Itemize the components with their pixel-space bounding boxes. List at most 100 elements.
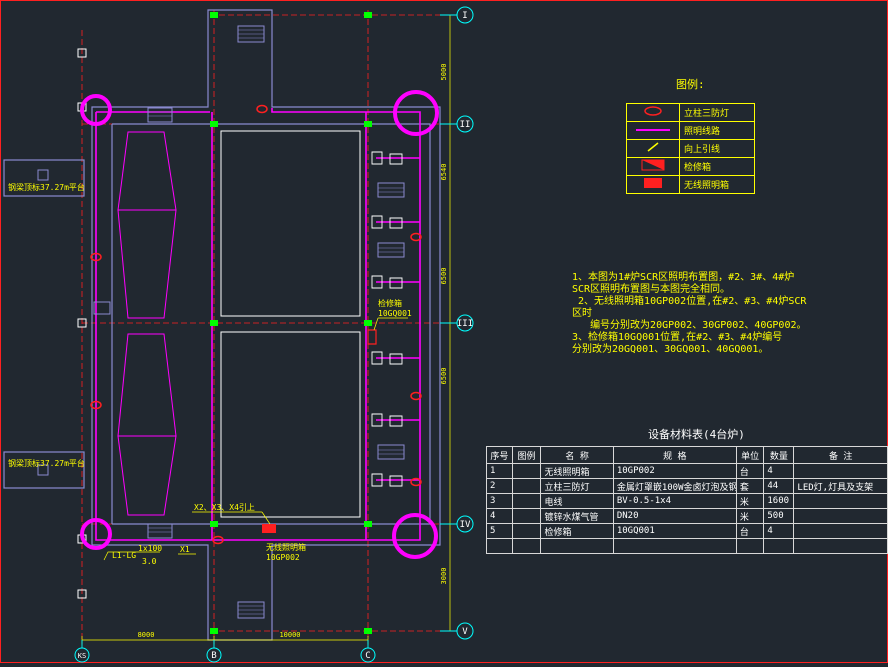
- grilles: [37, 25, 405, 619]
- table-cell: BV-0.5-1x4: [612, 493, 737, 509]
- legend-row: 照明线路: [626, 121, 755, 140]
- dim-right-2: 6540: [440, 164, 448, 181]
- table-cell: 4: [763, 463, 795, 479]
- label-left-upper: 钢梁顶标37.27m平台: [8, 182, 85, 192]
- table-cell: 3: [486, 493, 513, 509]
- axis-label-ks: KS: [78, 652, 86, 660]
- table-cell: [540, 538, 614, 554]
- label-light-box-1: 无线照明箱: [266, 542, 306, 552]
- axis-bubbles: [74, 6, 474, 663]
- table-header-cell: 名 称: [540, 446, 614, 464]
- table-title: 设备材料表(4台炉): [648, 428, 745, 441]
- legend-row: 向上引线: [626, 139, 755, 158]
- table-cell: 4: [763, 523, 795, 539]
- table-cell: 10GQ001: [612, 523, 737, 539]
- legend-label: 向上引线: [679, 139, 755, 158]
- note-line: 1、本图为1#炉SCR区照明布置图，#2、3#、4#炉: [572, 272, 795, 283]
- legend-row: 无线照明箱: [626, 175, 755, 194]
- table-cell: 500: [763, 508, 795, 524]
- table-cell: [763, 538, 795, 554]
- legend-symbol: [626, 175, 680, 194]
- lamp-icon: [644, 106, 662, 116]
- table-cell: 套: [735, 478, 765, 494]
- table-cell: [511, 463, 542, 479]
- table-cell: 1: [486, 463, 513, 479]
- dimension-texts: 8000 10000 5000 6540 6500 6500 3000: [138, 64, 448, 639]
- lamp-icon: [90, 400, 102, 410]
- plan-labels: 钢梁顶标37.27m平台 钢梁顶标37.27m平台 X2、X3、X4引上 X1 …: [8, 182, 412, 566]
- table-cell: 台: [735, 463, 765, 479]
- table-header-row: 序号图例名 称规 格单位数量备 注: [486, 446, 888, 464]
- legend-label: 无线照明箱: [679, 175, 755, 194]
- lamp-icon: [410, 232, 422, 242]
- equipment-rects: [220, 130, 361, 518]
- legend-label: 检修箱: [679, 157, 755, 176]
- legend-row: 立柱三防灯: [626, 103, 755, 122]
- label-wire-sub: 3.0: [142, 557, 157, 566]
- table-cell: 米: [735, 493, 765, 509]
- light-box-symbol: [262, 524, 276, 533]
- table-cell: 无线照明箱: [540, 463, 614, 479]
- dim-right-1: 5000: [440, 64, 448, 81]
- table-cell: [793, 463, 888, 479]
- axis-label-5: V: [462, 627, 468, 637]
- lamp-icon: [410, 477, 422, 487]
- dim-right-5: 3000: [440, 568, 448, 585]
- table-header-cell: 单位: [735, 446, 765, 464]
- axis-bubble-labels: I II III IV V KS B C: [78, 11, 473, 661]
- table-cell: 44: [763, 478, 795, 494]
- table-cell: 电线: [540, 493, 614, 509]
- table-header-cell: 数量: [763, 446, 795, 464]
- label-cable-note: X2、X3、X4引上: [194, 503, 255, 512]
- legend-symbol: [626, 157, 680, 176]
- note-line: 2、无线照明箱10GP002位置,在#2、#3、#4炉SCR区时: [572, 296, 807, 319]
- table-row: [486, 538, 888, 554]
- ducts: [117, 131, 177, 516]
- lamp-icon: [410, 391, 422, 401]
- axis-leaders: [81, 14, 458, 648]
- arrow-up-icon: [647, 142, 659, 152]
- table-cell: [511, 478, 542, 494]
- label-left-lower: 钢梁顶标37.27m平台: [8, 458, 85, 468]
- table-cell: 1600: [763, 493, 795, 509]
- legend-symbol: [626, 103, 680, 122]
- legend-label: 照明线路: [679, 121, 755, 140]
- table-header-cell: 图例: [511, 446, 542, 464]
- lamp-icon: [256, 104, 268, 114]
- legend-row: 检修箱: [626, 157, 755, 176]
- table-cell: [612, 538, 737, 554]
- table-cell: 5: [486, 523, 513, 539]
- legend-label: 立柱三防灯: [679, 103, 755, 122]
- axis-label-4: IV: [460, 520, 471, 530]
- note-line: 编号分别改为20GP002、30GP002、40GP002。: [572, 320, 807, 331]
- light-box-icon: [644, 178, 662, 188]
- maint-box-symbol: [367, 329, 377, 345]
- axis-label-2: II: [460, 120, 471, 130]
- lamp-icon: [90, 252, 102, 262]
- label-wire-code: L1-LG: [112, 551, 136, 560]
- table-cell: [511, 508, 542, 524]
- legend-symbol: [626, 121, 680, 140]
- legend-title: 图例:: [676, 78, 705, 91]
- table-cell: [793, 508, 888, 524]
- table-cell: 金属灯罩嵌100W金卤灯泡及钢管: [612, 478, 737, 494]
- note-line: 3、检修箱10GQ001位置,在#2、#3、#4炉编号: [572, 332, 783, 343]
- table-cell: [793, 523, 888, 539]
- line-icon: [636, 128, 670, 131]
- table-cell: [511, 523, 542, 539]
- table-cell: 台: [735, 523, 765, 539]
- table-cell: [511, 493, 542, 509]
- axis-label-3: III: [457, 319, 473, 329]
- label-maint-box-2: 10GQ001: [378, 309, 412, 318]
- maint-box-icon: [641, 159, 665, 171]
- lamp-icon: [212, 535, 224, 545]
- dim-right-3: 6500: [440, 268, 448, 285]
